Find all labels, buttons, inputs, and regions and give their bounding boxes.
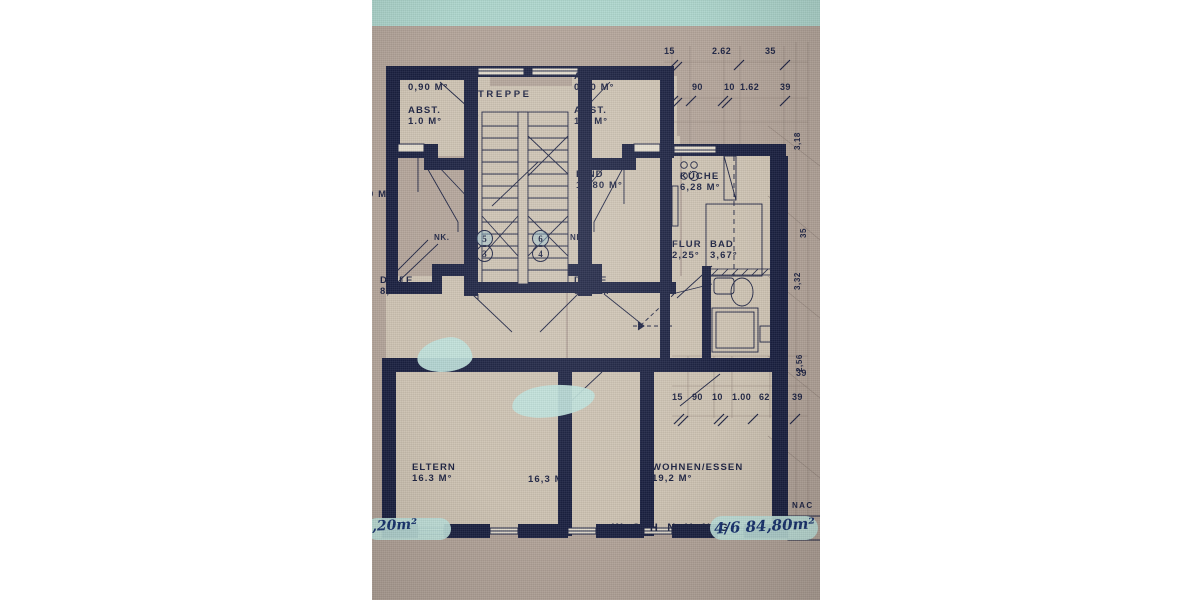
cropped-area-label: 0 M° xyxy=(372,189,393,200)
room-label-abst-right-top: ABST. 0,90 M° xyxy=(574,71,615,93)
bath-wall-hatch xyxy=(702,268,772,362)
room-label-kind: KIND 10,80 M° xyxy=(576,169,623,191)
room-area: 10,80 M° xyxy=(576,179,623,191)
room-name: DIELE xyxy=(574,275,608,286)
sheet-top-color-band xyxy=(372,0,820,26)
room-label-abst-left-low: ABST. 1.0 M° xyxy=(408,105,443,127)
room-area: 16.3 M° xyxy=(412,472,453,484)
dim-top-outer-35: 35 xyxy=(765,46,776,56)
dim-bottom-90: 90 xyxy=(692,392,703,402)
room-area: 1.0 M° xyxy=(574,115,609,127)
room-area: 8,10 M° xyxy=(574,285,615,297)
room-area: 1.0 M° xyxy=(408,115,443,127)
room-name: BAD xyxy=(710,239,734,250)
dimension-ticks xyxy=(667,59,801,427)
room-label-diele-left: DIELE 8,10 M° xyxy=(380,275,421,297)
dim-bottom-39: 39 xyxy=(792,392,803,402)
kitchen-fixtures xyxy=(671,155,763,277)
dim-top-inner-10: 10 xyxy=(724,82,735,92)
door-marker-nk-left: NK. xyxy=(434,233,450,242)
room-area: 19,2 M° xyxy=(652,472,693,484)
room-area: 0,90 M° xyxy=(408,81,449,93)
floor-plan-photo: 15 2.62 35 15 90 10 1.62 39 15 90 10 1.0… xyxy=(372,0,820,600)
highlighter-blob-footer-right xyxy=(710,516,818,540)
room-label-eltern: ELTERN 16.3 M° xyxy=(412,462,456,484)
room-area: 0,90 M° xyxy=(574,81,615,93)
room-label-kueche: KÜCHE 6,28 M° xyxy=(680,171,721,193)
highlighter-blob-footer-left xyxy=(372,518,451,540)
room-area: 8,10 M° xyxy=(380,285,421,297)
room-label-wohnen-essen: WOHNEN/ESSEN 19,2 M° xyxy=(652,462,744,484)
room-name: ELTERN xyxy=(412,462,456,473)
dim-right-39: 39 xyxy=(796,368,807,378)
leader-lines xyxy=(391,81,721,407)
staircase xyxy=(481,111,569,285)
room-name: ABST. xyxy=(408,71,441,82)
dim-bottom-100: 1.00 xyxy=(732,392,752,402)
circled-number-4: 4 xyxy=(532,245,549,262)
room-area: 6,28 M° xyxy=(680,181,721,193)
room-label-diele-right: DIELE 8,10 M° xyxy=(574,275,615,297)
dim-right-3: 3,32 xyxy=(793,272,802,290)
room-label-flur: FLUR 2,25° xyxy=(672,239,702,261)
room-name: ABST. xyxy=(408,105,441,116)
right-margin-note: NAC xyxy=(792,501,814,510)
room-area: 16,3 M° xyxy=(528,474,569,485)
room-label-abst-right-low: ABST. 1.0 M° xyxy=(574,105,609,127)
room-label-abst-left-top: ABST. 0,90 M° xyxy=(408,71,449,93)
room-label-bad: BAD 3,67° xyxy=(710,239,738,261)
dim-top-inner-15: 15 xyxy=(664,82,675,92)
room-label-room-middle: 16,3 M° xyxy=(528,474,569,486)
door-marker-nk-right: NK. xyxy=(570,233,586,242)
room-name: FLUR xyxy=(672,239,702,250)
room-name: ABST. xyxy=(574,105,607,116)
room-name: WOHNEN/ESSEN xyxy=(652,462,744,473)
room-name: KIND xyxy=(576,169,604,180)
room-name: TREPPE xyxy=(478,89,532,100)
room-name: DIELE xyxy=(380,275,414,286)
room-label-treppe: TREPPE xyxy=(478,89,532,101)
circled-number-3: 3 xyxy=(476,245,493,262)
dim-right-1: 3,18 xyxy=(793,132,802,150)
dim-top-inner-162: 1.62 xyxy=(740,82,760,92)
dim-top-outer-262: 2.62 xyxy=(712,46,732,56)
dim-top-inner-90: 90 xyxy=(692,82,703,92)
dim-top-outer-15: 15 xyxy=(664,46,675,56)
dim-bottom-62: 62 xyxy=(759,392,770,402)
room-name: KÜCHE xyxy=(680,171,720,182)
dim-bottom-15: 15 xyxy=(672,392,683,402)
room-area: 2,25° xyxy=(672,249,700,261)
bath-fixtures xyxy=(711,277,775,353)
door-swings xyxy=(397,157,713,333)
room-name: ABST. xyxy=(574,71,607,82)
footer-wohnung-label: W O H N U N G xyxy=(612,522,732,534)
dim-bottom-10: 10 xyxy=(712,392,723,402)
circled-number-5: 5 xyxy=(476,230,493,247)
left-handwritten-partial: …,20m² xyxy=(372,516,418,536)
dim-right-2: 35 xyxy=(799,227,808,238)
room-area: 3,67° xyxy=(710,249,738,261)
dim-top-inner-39: 39 xyxy=(780,82,791,92)
